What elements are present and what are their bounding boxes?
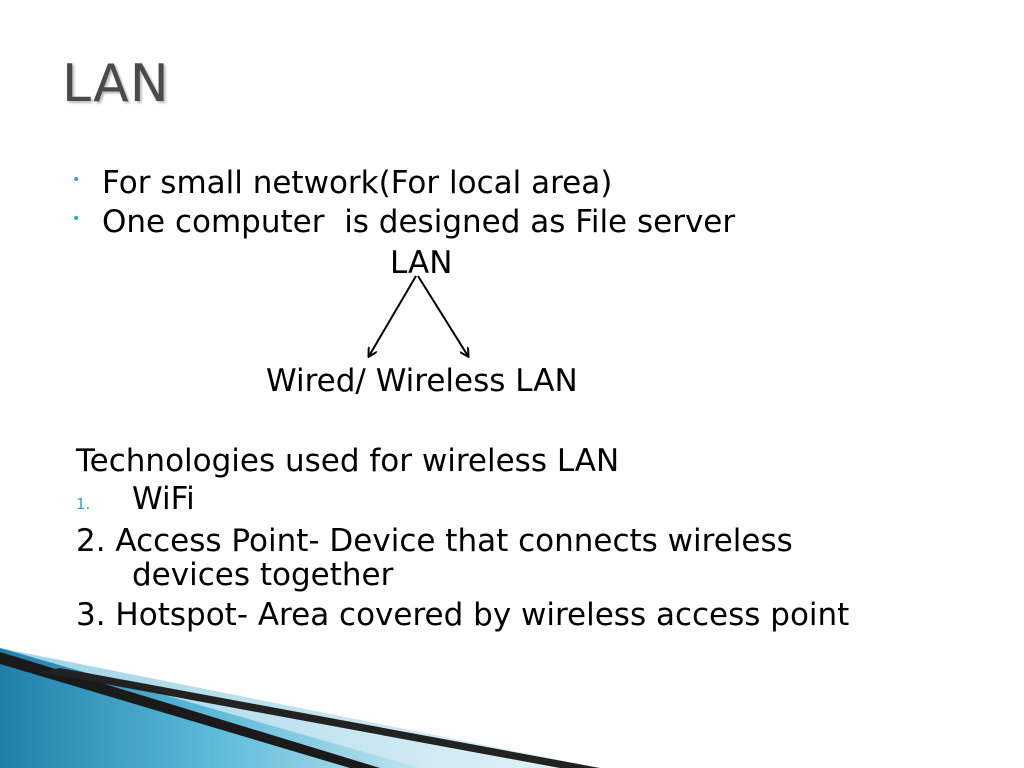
arrow-to-wired — [369, 275, 417, 356]
diagram-children-label: Wired/ Wireless LAN — [266, 363, 578, 399]
bullet-text: For small network(For local area) — [102, 165, 613, 201]
tech-item-2-line2: devices together — [132, 557, 394, 593]
technologies-heading: Technologies used for wireless LAN — [76, 443, 620, 479]
bullet-marker: • — [72, 210, 81, 227]
tech-item-3: 3. Hotspot- Area covered by wireless acc… — [76, 597, 850, 633]
tech-item-2-line1: 2. Access Point- Device that connects wi… — [76, 523, 793, 559]
slide-title: LAN — [62, 54, 170, 114]
tech-item-1-number: 1. — [76, 495, 91, 513]
bullet-marker: • — [72, 171, 81, 188]
tech-item-1-text: WiFi — [132, 481, 195, 517]
bullet-text: One computer is designed as File server — [102, 204, 736, 240]
bullet-item-2: • One computer is designed as File server — [72, 207, 735, 238]
bullet-item-1: • For small network(For local area) — [72, 168, 612, 199]
diagram-root-label: LAN — [390, 245, 453, 281]
tech-item-1: 1. WiFi — [76, 484, 195, 515]
arrow-to-wireless — [417, 275, 468, 356]
